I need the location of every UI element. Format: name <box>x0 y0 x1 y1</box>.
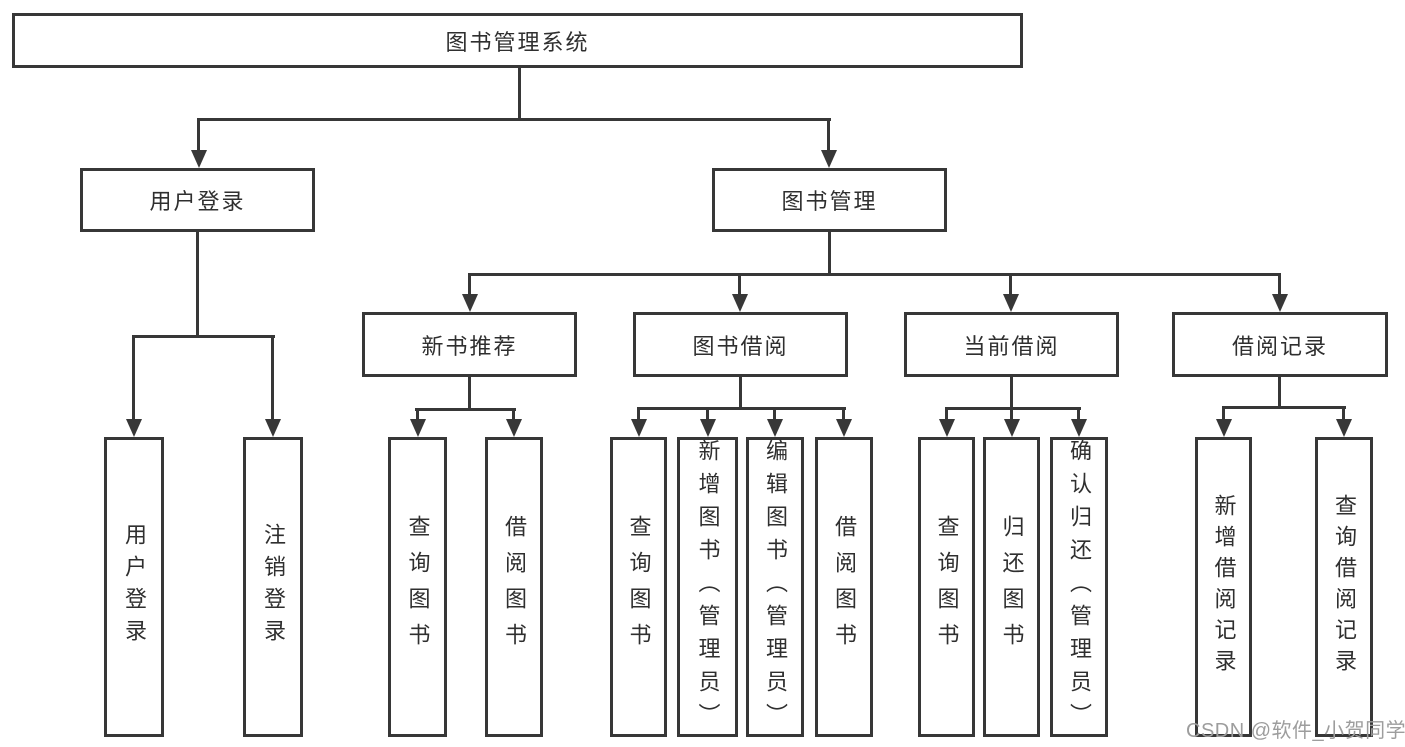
arrowhead-icon <box>767 419 783 437</box>
arrowhead-icon <box>821 150 837 168</box>
leaf-query-books-recommend: 查询图书 <box>388 437 447 737</box>
node-user-login-label: 用户登录 <box>149 189 246 214</box>
leaf-borrow-books-recommend: 借阅图书 <box>485 437 543 737</box>
connector-line <box>637 407 640 421</box>
node-root: 图书管理系统 <box>12 13 1023 68</box>
connector-line <box>1009 273 1012 296</box>
arrowhead-icon <box>265 419 281 437</box>
arrowhead-icon <box>631 419 647 437</box>
connector-line <box>738 273 741 296</box>
node-root-label: 图书管理系统 <box>445 29 590 55</box>
leaf-logout-label: 注销登录 <box>261 523 286 651</box>
arrowhead-icon <box>506 419 522 437</box>
arrowhead-icon <box>700 419 716 437</box>
csdn-watermark: CSDN @软件_小贺同学 <box>1186 720 1405 742</box>
leaf-add-borrow-record: 新增借阅记录 <box>1195 437 1252 737</box>
node-book-borrow: 图书借阅 <box>633 312 848 377</box>
leaf-user-login-label: 用户登录 <box>122 523 147 651</box>
arrowhead-icon <box>1216 419 1232 437</box>
connector-line <box>842 407 845 421</box>
connector-line <box>415 408 516 411</box>
connector-line <box>1222 406 1225 421</box>
leaf-query-books-recommend-label: 查询图书 <box>405 515 431 659</box>
connector-line <box>1010 407 1013 421</box>
arrowhead-icon <box>191 150 207 168</box>
connector-line <box>1278 273 1281 296</box>
connector-line <box>1342 406 1345 421</box>
leaf-confirm-return-admin: 确认归还（管理员） <box>1050 437 1108 737</box>
connector-line <box>416 408 419 421</box>
node-new-book-recommend: 新书推荐 <box>362 312 577 377</box>
leaf-query-borrow-record-label: 查询借阅记录 <box>1332 494 1357 680</box>
leaf-add-books-admin: 新增图书（管理员） <box>677 437 738 737</box>
leaf-borrow-books-recommend-label: 借阅图书 <box>502 515 527 659</box>
connector-line <box>132 335 275 338</box>
arrowhead-icon <box>1272 294 1288 312</box>
connector-line <box>468 377 471 408</box>
leaf-edit-books-admin-label: 编辑图书（管理员） <box>763 438 788 736</box>
connector-line <box>1278 377 1281 406</box>
leaf-borrow-books-label: 借阅图书 <box>832 515 857 659</box>
arrowhead-icon <box>939 419 955 437</box>
leaf-query-books-current: 查询图书 <box>918 437 975 737</box>
arrowhead-icon <box>732 294 748 312</box>
node-current-borrow-label: 当前借阅 <box>963 333 1060 359</box>
arrowhead-icon <box>1004 419 1020 437</box>
arrowhead-icon <box>1003 294 1019 312</box>
arrowhead-icon <box>410 419 426 437</box>
connector-line <box>827 118 830 152</box>
leaf-borrow-books: 借阅图书 <box>815 437 873 737</box>
connector-line <box>706 407 709 421</box>
leaf-user-login: 用户登录 <box>104 437 164 737</box>
connector-line <box>1222 406 1346 409</box>
leaf-return-books-label: 归还图书 <box>999 515 1025 659</box>
arrowhead-icon <box>126 419 142 437</box>
arrowhead-icon <box>1336 419 1352 437</box>
leaf-add-books-admin-label: 新增图书（管理员） <box>695 438 721 736</box>
leaf-confirm-return-admin-label: 确认归还（管理员） <box>1067 438 1092 736</box>
connector-line <box>518 68 521 118</box>
node-borrow-records-label: 借阅记录 <box>1231 333 1328 359</box>
connector-line <box>945 407 948 421</box>
connector-line <box>197 118 831 121</box>
connector-line <box>945 407 1081 410</box>
arrowhead-icon <box>462 294 478 312</box>
connector-line <box>1010 377 1013 407</box>
connector-line <box>197 118 200 152</box>
connector-line <box>637 407 846 410</box>
connector-line <box>773 407 776 421</box>
leaf-add-borrow-record-label: 新增借阅记录 <box>1211 494 1237 680</box>
connector-line <box>468 273 471 296</box>
connector-line <box>1077 407 1080 421</box>
node-borrow-records: 借阅记录 <box>1172 312 1388 377</box>
leaf-logout: 注销登录 <box>243 437 303 737</box>
node-book-management: 图书管理 <box>712 168 947 232</box>
connector-line <box>271 335 274 421</box>
connector-line <box>512 408 515 421</box>
leaf-query-books-current-label: 查询图书 <box>934 515 960 659</box>
connector-line <box>196 232 199 335</box>
arrowhead-icon <box>1071 419 1087 437</box>
node-book-management-label: 图书管理 <box>781 189 878 214</box>
node-book-borrow-label: 图书借阅 <box>692 333 789 359</box>
node-new-book-recommend-label: 新书推荐 <box>421 333 518 359</box>
node-user-login: 用户登录 <box>80 168 315 232</box>
connector-line <box>132 335 135 421</box>
connector-line <box>828 232 831 273</box>
leaf-return-books: 归还图书 <box>983 437 1040 737</box>
connector-line <box>468 273 1281 276</box>
node-current-borrow: 当前借阅 <box>904 312 1119 377</box>
arrowhead-icon <box>836 419 852 437</box>
connector-line <box>739 377 742 407</box>
leaf-edit-books-admin: 编辑图书（管理员） <box>746 437 804 737</box>
leaf-query-books-borrow-label: 查询图书 <box>626 515 652 659</box>
leaf-query-books-borrow: 查询图书 <box>610 437 667 737</box>
leaf-query-borrow-record: 查询借阅记录 <box>1315 437 1373 737</box>
